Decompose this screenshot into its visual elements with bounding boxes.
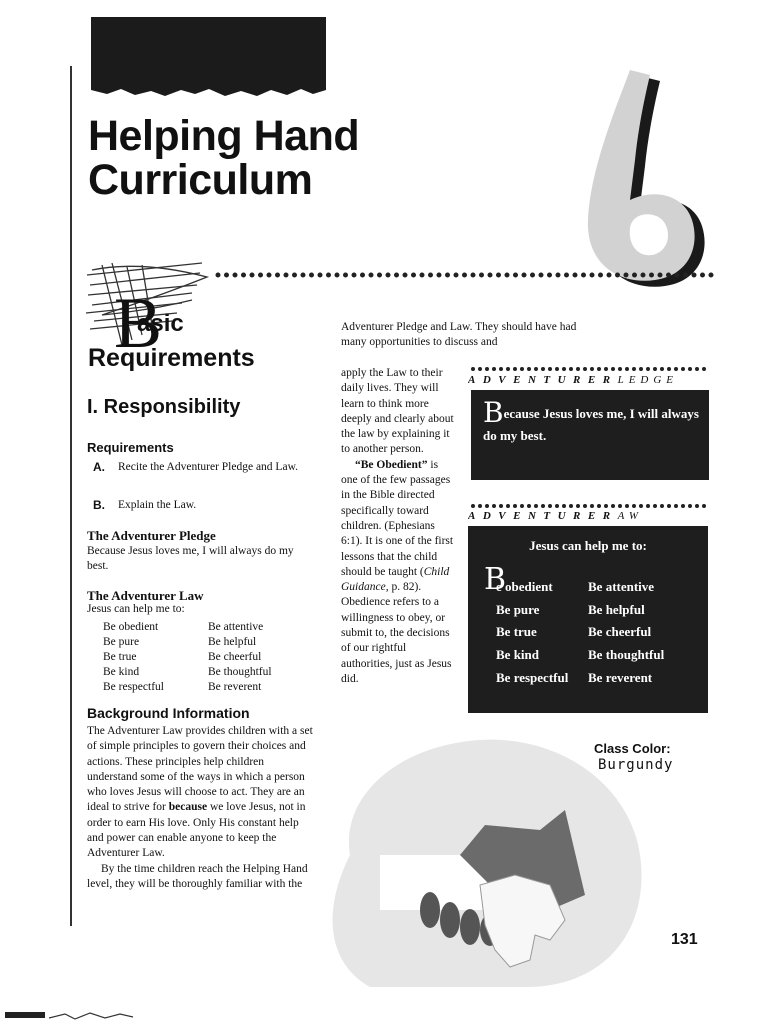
section-heading: I. Responsibility — [87, 396, 241, 418]
class-color-label: Class Color: — [594, 741, 671, 756]
scribble-decoration-icon: B — [85, 262, 210, 355]
page-title: Helping Hand Curriculum — [88, 114, 448, 202]
law-box-item: Be attentive — [588, 579, 655, 594]
pledge-box-text: Because Jesus loves me, I will always do… — [483, 396, 699, 444]
title-line-1: Helping Hand — [88, 112, 360, 160]
class-color-value: Burgundy — [598, 757, 674, 773]
background-paragraph: The Adventurer Law provides children wit… — [87, 725, 313, 860]
law-list-item: Be helpful — [208, 636, 257, 648]
requirements-subheading: Requirements — [87, 440, 174, 455]
law-box: Jesus can help me to: B e obedient Be pu… — [468, 526, 708, 713]
citation-title: Child Guidance — [341, 565, 450, 594]
law-box-item: Be respectful — [496, 669, 569, 685]
background-heading: Background Information — [87, 705, 250, 721]
dotted-divider — [471, 367, 709, 371]
law-list-item: Be obedient — [103, 621, 159, 633]
dotted-divider — [215, 272, 715, 278]
law-list-item: Be attentive — [208, 621, 264, 633]
law-box-item: Be thoughtful — [588, 647, 665, 663]
law-list-item: Be true — [103, 651, 137, 663]
law-list-item: Be reverent — [208, 681, 262, 693]
emphasis-word: because — [168, 801, 208, 814]
law-list-item: Be thoughtful — [208, 666, 272, 678]
law-box-item: Be true — [496, 624, 537, 640]
requirement-text: Explain the Law. — [118, 499, 197, 511]
requirement-item: B. Explain the Law. — [93, 498, 308, 513]
header-black-bar — [91, 17, 326, 89]
law-heading: The Adventurer Law — [87, 588, 204, 603]
title-line-2: Curriculum — [88, 156, 313, 204]
dotted-divider — [471, 504, 709, 508]
law-box-item: e obedient — [496, 579, 553, 594]
requirement-letter: B. — [93, 498, 105, 512]
law-list-item: Be respectful — [103, 681, 164, 693]
scan-artifact-decoration — [5, 1012, 134, 1020]
requirements-heading-word: Requirements — [88, 344, 255, 372]
middle-paragraph: apply the Law to their daily lives. They… — [341, 367, 454, 456]
background-text: The Adventurer Law provides children wit… — [87, 724, 317, 892]
basic-heading-word: asic — [137, 310, 184, 337]
law-intro: Jesus can help me to: — [87, 603, 185, 615]
torn-edge-decoration — [91, 84, 326, 96]
middle-column-top-text: Adventurer Pledge and Law. They should h… — [341, 321, 577, 349]
law-list-item: Be cheerful — [208, 651, 262, 663]
law-list-item: Be kind — [103, 666, 140, 678]
law-box-column-2: Be attentive Be helpful Be cheerful Be t… — [588, 576, 664, 690]
drop-cap: B — [483, 396, 504, 429]
law-box-item: Be helpful — [588, 601, 645, 617]
page-number: 131 — [671, 931, 698, 948]
law-box-intro: Jesus can help me to: — [529, 538, 647, 553]
handshake-illustration-icon — [332, 739, 642, 987]
law-box-item: Be kind — [496, 647, 539, 663]
law-list-item: Be pure — [103, 636, 140, 648]
law-box-label: ADVENTURERAW — [468, 510, 644, 522]
middle-paragraph: “Be Obedient” is one of the few passages… — [341, 458, 454, 685]
requirement-text: Recite the Adventurer Pledge and Law. — [118, 461, 298, 473]
pledge-heading: The Adventurer Pledge — [87, 528, 216, 543]
pledge-box-label: ADVENTURERLEDGE — [468, 374, 679, 386]
drop-cap: B — [484, 562, 507, 597]
svg-text:B: B — [114, 283, 162, 355]
law-box-item: Be reverent — [588, 669, 653, 685]
requirement-letter: A. — [93, 460, 105, 474]
pledge-box: Because Jesus loves me, I will always do… — [471, 390, 709, 480]
left-margin-rule — [70, 66, 72, 926]
law-box-column-1: e obedient Be pure Be true Be kind Be re… — [496, 576, 568, 690]
middle-column-text: apply the Law to their daily lives. They… — [341, 366, 456, 687]
law-list-column-2: Be attentive Be helpful Be cheerful Be t… — [208, 620, 272, 695]
requirement-item: A. Recite the Adventurer Pledge and Law. — [93, 460, 308, 475]
background-paragraph: By the time children reach the Helping H… — [87, 862, 308, 890]
pledge-text: Because Jesus loves me, I will always do… — [87, 545, 294, 572]
law-list-column-1: Be obedient Be pure Be true Be kind Be r… — [103, 620, 164, 695]
law-box-item: Be pure — [496, 601, 540, 617]
chapter-number-six-graphic: 6 — [587, 70, 705, 287]
law-box-item: Be cheerful — [588, 624, 652, 640]
